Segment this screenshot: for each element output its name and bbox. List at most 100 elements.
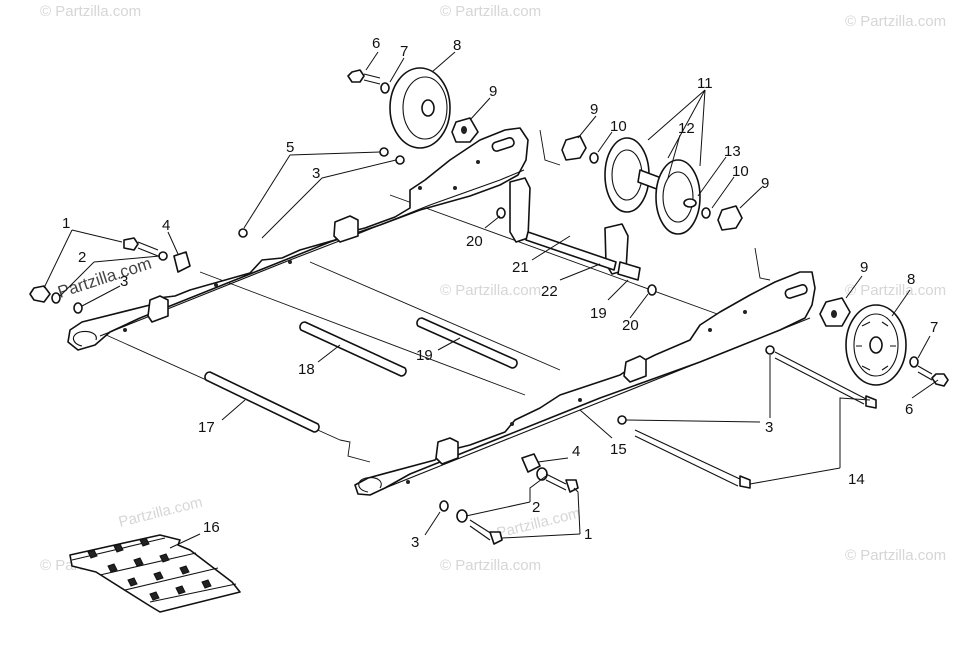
left-rail-body [67,127,529,351]
callout-6: 6 [905,401,913,418]
leader-9 [739,186,763,209]
watermark: © Partzilla.com [845,13,946,30]
leader-10 [711,176,735,209]
leader-19 [607,279,629,301]
callout-11: 11 [697,75,713,92]
bolt-shank-1 [137,241,159,257]
washer-3 [617,415,627,425]
right-rail-body [354,271,816,496]
right-rail [354,271,816,496]
leader-22 [559,263,601,281]
cross-shaft-18 [299,321,407,377]
callout-10: 10 [732,163,749,180]
watermark: © Partzilla.com [845,547,946,564]
leader-18 [317,344,341,363]
watermark: © Partzilla.com [845,282,946,299]
watermark: © Partzilla.com [440,282,541,299]
callout-17: 17 [198,419,215,436]
rail-hole [406,480,410,484]
rail-hole [510,422,514,426]
leader-6 [365,51,379,71]
wheel-spokes [856,321,896,371]
wheel-hub [869,336,883,354]
leader-16 [169,533,201,549]
wheel-hub [421,99,435,117]
leader-3 [81,285,121,307]
bracket-4 [173,251,191,273]
cross-shaft-19 [416,317,518,369]
wheel-8 [389,67,451,149]
callout-5: 5 [286,139,294,156]
leader-4 [537,457,569,463]
leader-9 [845,275,863,299]
washer-3 [73,302,83,314]
cross-shaft-17 [204,371,320,433]
callout-19: 19 [416,347,433,364]
leader-4 [167,231,179,255]
idler-wheel-pair [561,135,743,235]
wheel-rim [853,313,899,377]
leader-2 [59,261,95,297]
cross-shafts [204,317,518,433]
spacer-9 [561,135,587,161]
callout-1: 1 [584,526,592,543]
watermark: © Partzilla.com [440,3,541,20]
idler-hub-13 [683,198,697,208]
washer-10 [701,207,711,219]
leader-10 [597,131,613,153]
leader-7 [917,335,931,359]
callout-12: 12 [678,120,695,137]
leader-9 [577,115,597,139]
left-rail [67,127,529,351]
nut-1 [29,285,51,303]
bolt-head-6 [347,69,365,83]
washer-20 [496,207,506,219]
callout-22: 22 [541,283,558,300]
rail-clip [333,215,359,243]
wear-strip-cleats [87,537,212,601]
watermark: © Partzilla.com [40,3,141,20]
leader-3 [424,511,441,536]
leader-2 [529,475,547,502]
callout-8: 8 [453,37,461,54]
callout-6: 6 [372,35,380,52]
callout-16: 16 [203,519,220,536]
callout-14: 14 [848,471,865,488]
leader-13 [697,156,727,197]
washer-2 [51,292,61,304]
leader-9 [469,97,491,121]
leader-20 [629,293,649,319]
leader-3 [261,177,323,239]
callout-3: 3 [411,534,419,551]
spacer-bore [461,126,467,134]
callout-2: 2 [532,499,540,516]
callouts: 6 7 8 9 9 10 11 12 13 10 9 5 3 1 4 2 3 2… [62,35,938,551]
washer-7 [909,356,919,368]
washer-2 [456,509,468,523]
rail-hole [453,186,457,190]
long-bolts [617,345,877,489]
callout-2: 2 [78,249,86,266]
rail-slot [491,137,515,152]
bolt-14-head [739,475,751,489]
bolt-shank-1 [469,519,493,541]
leader-11 [667,89,706,159]
rail-slot [784,284,808,299]
leader-2 [93,255,161,263]
guide-line [309,261,561,371]
watermark: © Partzilla.com [440,557,541,574]
bolt-head-1 [489,531,503,545]
bolt-14-head [865,395,877,409]
leader-8 [891,289,911,317]
guide-line [339,439,371,463]
leader-20 [484,215,501,229]
watermark-brand: Partzilla.com [117,494,204,531]
idler-wheel-11 [655,159,701,235]
callout-9: 9 [489,83,497,100]
callout-8: 8 [907,271,915,288]
wheel-rim [402,76,448,140]
right-rail-flange [379,317,811,491]
wear-strip-16 [69,534,241,613]
leader-21 [531,235,571,261]
